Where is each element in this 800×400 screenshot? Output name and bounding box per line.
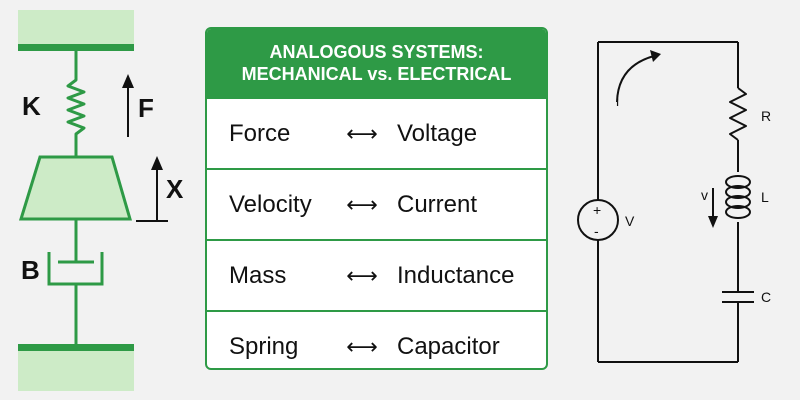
double-arrow-icon: ⟷: [346, 120, 378, 146]
double-arrow-icon: ⟷: [346, 191, 378, 217]
inductor-voltage-label: v: [701, 187, 708, 203]
inductor-voltage-arrow-head: [708, 216, 718, 228]
displacement-label: X: [166, 174, 184, 204]
mass-block: [18, 155, 132, 221]
resistor: [729, 87, 747, 141]
spring: [66, 51, 86, 157]
electrical-quantity: Inductance: [397, 261, 515, 289]
voltage-source-minus: -: [594, 223, 599, 239]
voltage-source-plus: +: [593, 202, 601, 218]
table-row: Force ⟷ Voltage: [207, 97, 546, 168]
mechanical-quantity: Force: [229, 119, 291, 147]
table-title-line2: MECHANICAL vs. ELECTRICAL: [241, 64, 512, 84]
force-label: F: [138, 93, 154, 123]
spring-label: K: [22, 91, 41, 121]
table-row: Spring ⟷ Capacitor: [207, 310, 546, 368]
mechanical-quantity: Spring: [229, 332, 299, 360]
resistor-label: R: [761, 108, 771, 124]
force-arrow-head: [122, 74, 134, 88]
mechanical-quantity: Mass: [229, 261, 287, 289]
analogy-table: ANALOGOUS SYSTEMS: MECHANICAL vs. ELECTR…: [205, 27, 548, 370]
table-row: Mass ⟷ Inductance: [207, 239, 546, 310]
inductor-label: L: [761, 189, 769, 205]
displacement-arrow-head: [151, 156, 163, 170]
double-arrow-icon: ⟷: [346, 333, 378, 359]
table-row: Velocity ⟷ Current: [207, 168, 546, 239]
voltage-source: [577, 199, 619, 241]
bottom-wall-bar: [18, 344, 134, 351]
double-arrow-icon: ⟷: [346, 262, 378, 288]
capacitor-label: C: [761, 289, 771, 305]
top-wall-bar: [18, 44, 134, 51]
bottom-wall-fill: [18, 351, 134, 391]
current-arrow: [616, 55, 655, 103]
damper-label: B: [21, 255, 40, 285]
current-label: i: [616, 93, 619, 109]
electrical-quantity: Current: [397, 190, 478, 218]
inductor: [725, 175, 751, 219]
mechanical-quantity: Velocity: [229, 190, 312, 218]
table-header: ANALOGOUS SYSTEMS: MECHANICAL vs. ELECTR…: [207, 29, 546, 97]
table-title-line1: ANALOGOUS SYSTEMS:: [269, 42, 484, 62]
voltage-source-label: V: [625, 213, 635, 229]
current-arrow-head: [650, 50, 661, 62]
electrical-quantity: Capacitor: [397, 332, 500, 360]
top-wall-fill: [18, 10, 134, 46]
electrical-quantity: Voltage: [397, 119, 478, 147]
